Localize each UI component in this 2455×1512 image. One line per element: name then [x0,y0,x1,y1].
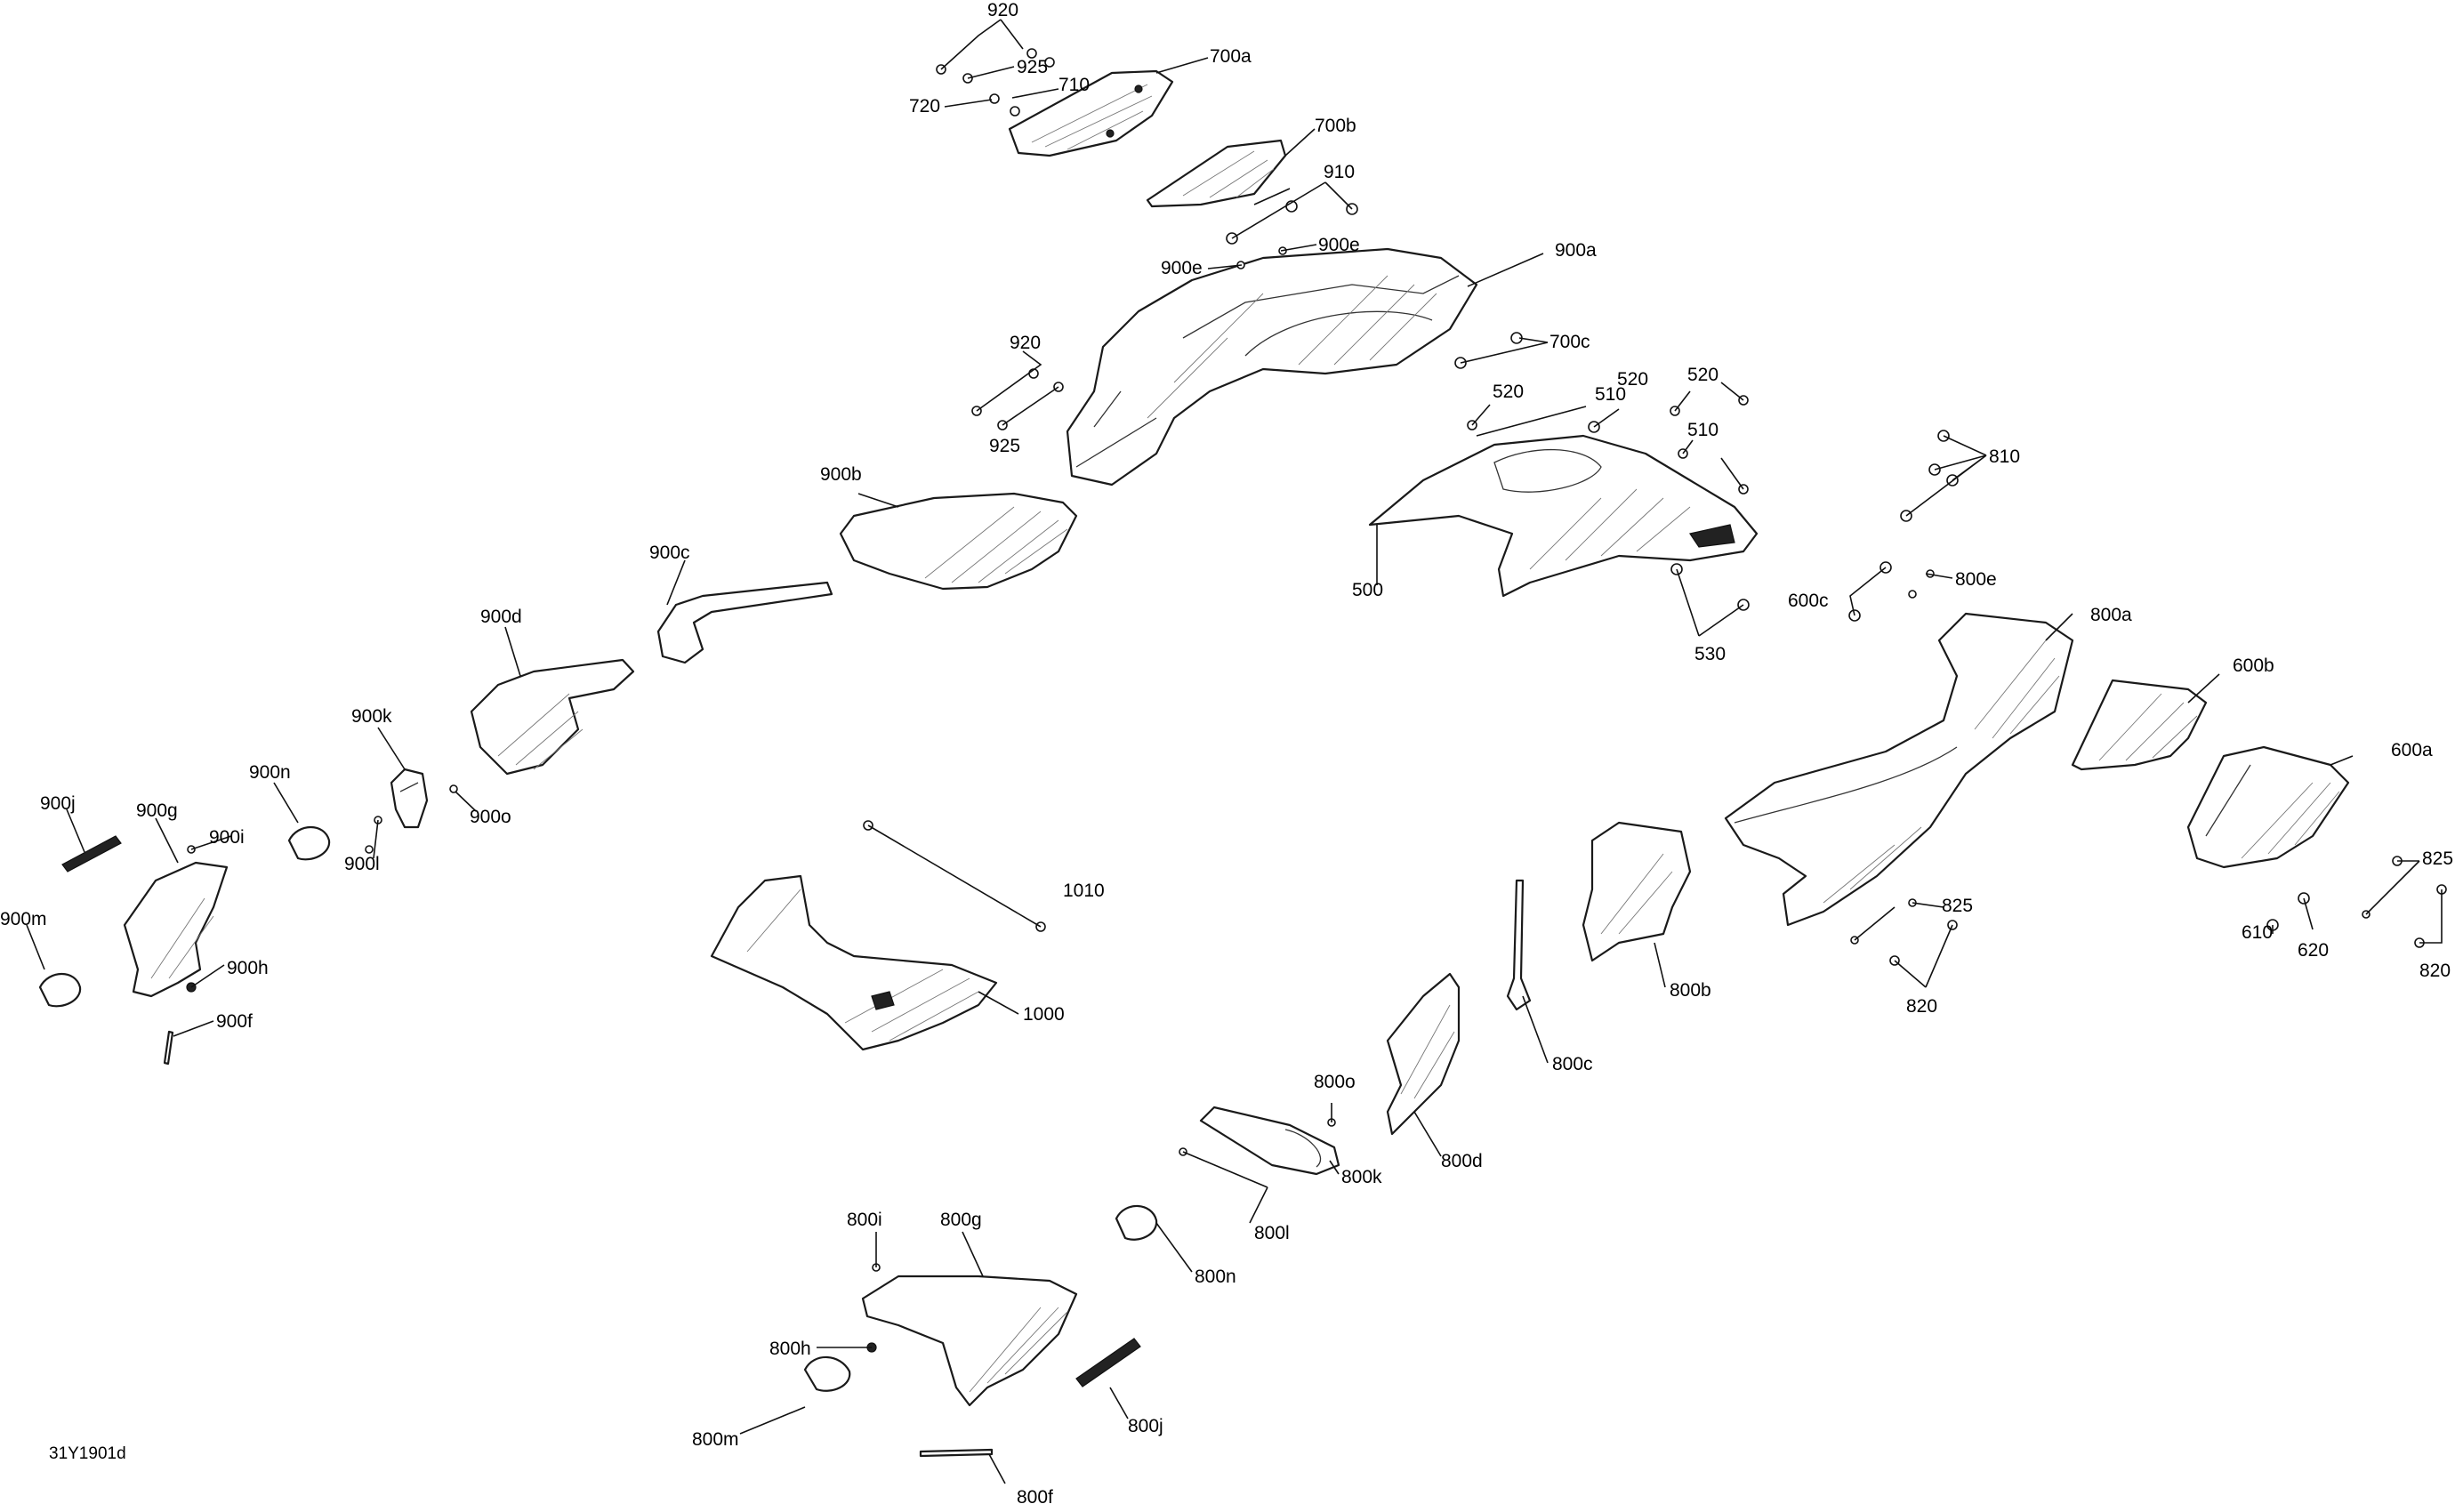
callout-720: 720 [909,96,940,117]
part-800c [1506,879,1532,1011]
callout-800d: 800d [1441,1151,1483,1171]
callout-900i: 900i [209,827,245,848]
part-900a [1066,247,1478,487]
callout-800n: 800n [1195,1267,1236,1287]
callout-800m: 800m [692,1429,739,1450]
callout-800i: 800i [847,1210,882,1230]
callout-600b: 600b [2233,655,2274,676]
part-900m [38,973,82,1008]
part-900c [656,581,833,664]
part-600a [2186,745,2350,869]
callout-800a: 800a [2090,605,2132,625]
callout-710: 710 [1058,75,1090,95]
callout-900o: 900o [470,807,511,827]
leader-lines [26,19,2443,1484]
callout-800b: 800b [1670,980,1711,1001]
part-700a [1008,69,1174,157]
callout-925: 925 [1017,57,1048,77]
callout-1010: 1010 [1063,881,1105,901]
part-900b [839,492,1078,591]
callout-800f: 800f [1017,1487,1053,1508]
callout-900l: 900l [344,854,380,874]
part-800n [1115,1204,1158,1241]
callout-600c: 600c [1788,591,1829,611]
callout-600a: 600a [2391,740,2433,760]
callout-900e: 900e [1161,258,1203,278]
callout-900m: 900m [0,909,47,929]
callout-700a: 700a [1210,46,1252,67]
callout-530: 530 [1694,644,1726,664]
callout-800c: 800c [1552,1054,1593,1074]
callout-800l: 800l [1254,1223,1290,1243]
callout-900k: 900k [351,706,392,727]
callout-620: 620 [2298,940,2329,961]
part-1000 [710,874,998,1051]
callout-520: 520 [1493,382,1524,402]
callout-800g: 800g [940,1210,982,1230]
callout-900f: 900f [216,1011,253,1032]
part-500 [1368,434,1759,598]
callout-820: 820 [2419,961,2451,981]
callout-825: 825 [1942,896,1973,916]
callout-900n: 900n [249,762,291,783]
part-800k [1199,1106,1340,1176]
part-800m [803,1355,851,1392]
callout-900e: 900e [1318,235,1360,255]
part-900k [390,768,429,829]
callout-800h: 800h [769,1339,811,1359]
callout-900j: 900j [40,793,76,814]
callout-700c: 700c [1549,332,1590,352]
callout-520: 520 [1687,365,1718,385]
part-800f [919,1448,994,1458]
part-800j [1075,1338,1141,1387]
callout-500: 500 [1352,580,1383,600]
callout-810: 810 [1989,446,2020,467]
callout-910: 910 [1324,162,1355,182]
callout-900g: 900g [136,800,178,821]
callout-510: 510 [1595,384,1626,405]
callout-925: 925 [989,436,1020,456]
callout-920: 920 [1010,333,1041,353]
callout-900c: 900c [649,543,690,563]
callout-610: 610 [2242,922,2273,943]
callout-800j: 800j [1128,1416,1163,1436]
callout-800e: 800e [1955,569,1997,590]
part-700b [1146,139,1287,208]
callout-900h: 900h [227,958,269,978]
part-600b [2071,679,2208,771]
callout-700b: 700b [1315,116,1356,136]
part-900n [287,826,331,861]
callout-900d: 900d [480,607,522,627]
drawing-code: 31Y1901d [49,1444,126,1463]
callout-825: 825 [2422,848,2453,869]
callout-900b: 900b [820,464,862,485]
part-800a [1724,612,2074,927]
callout-920: 920 [987,0,1018,20]
part-800g [861,1275,1078,1407]
part-900f [163,1030,174,1066]
part-900g [123,861,229,998]
callout-800o: 800o [1314,1072,1356,1092]
callout-1000: 1000 [1023,1004,1065,1025]
callout-800k: 800k [1341,1167,1382,1187]
callout-820: 820 [1906,996,1937,1017]
callout-520: 520 [1617,369,1648,390]
callout-510: 510 [1687,420,1718,440]
part-800b [1582,821,1692,962]
callout-900a: 900a [1555,240,1597,261]
part-900j [61,835,122,873]
part-800d [1386,972,1461,1136]
part-900d [470,658,635,776]
